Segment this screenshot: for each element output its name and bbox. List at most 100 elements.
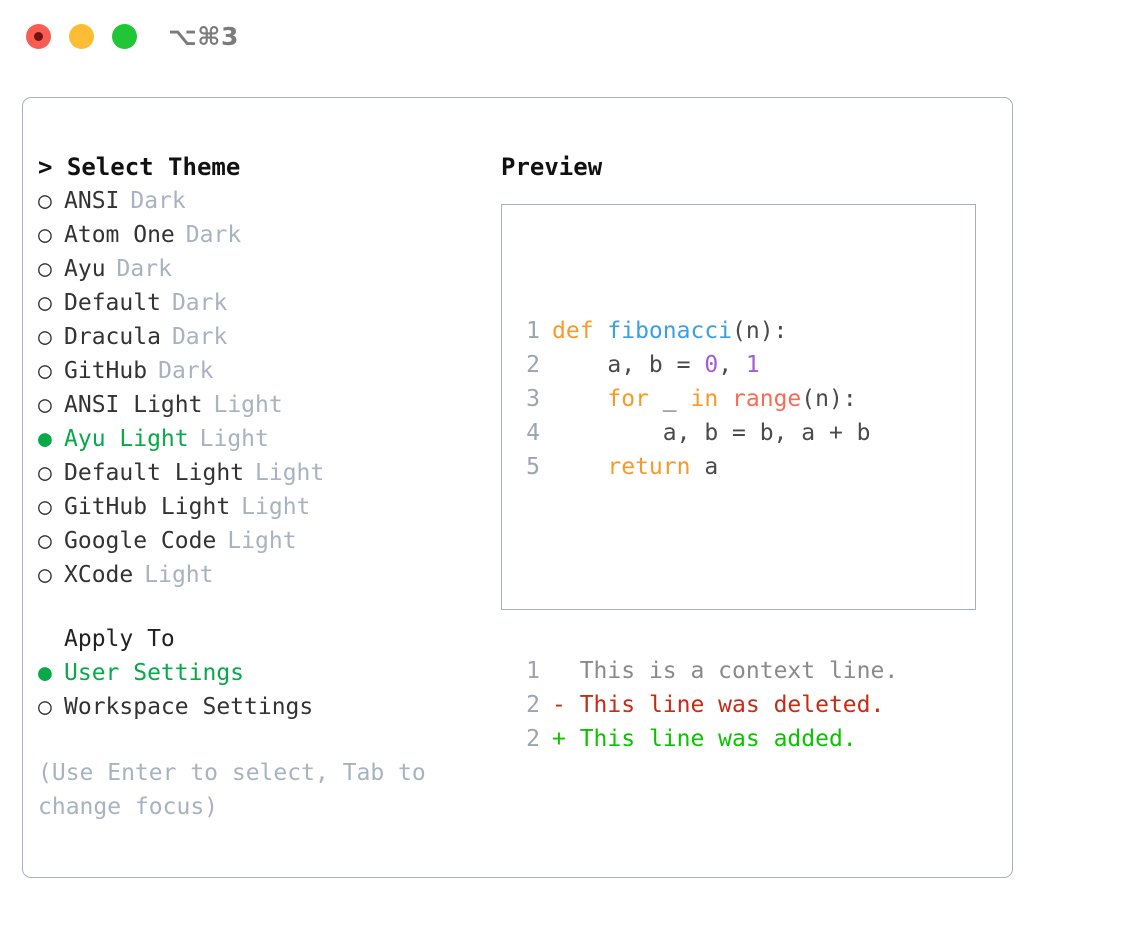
radio-selected-icon: ● xyxy=(38,660,52,686)
line-number: 2 xyxy=(526,692,540,718)
theme-option-label: ANSI xyxy=(64,188,120,214)
minimize-button[interactable] xyxy=(69,24,94,49)
code-token: , xyxy=(718,352,746,378)
theme-variant-badge: Light xyxy=(213,392,283,418)
theme-option[interactable]: ○ ANSI Dark xyxy=(38,184,468,218)
code-spacer xyxy=(516,552,898,586)
code-token: a xyxy=(690,454,719,480)
theme-variant-badge: Dark xyxy=(185,222,242,248)
diff-text: This is a context line. xyxy=(565,658,899,684)
diff-sign: + xyxy=(552,726,566,752)
code-token: a, b = xyxy=(552,352,705,378)
apply-to-option-label: Workspace Settings xyxy=(64,694,314,720)
code-token: 1 xyxy=(745,352,760,378)
window-controls xyxy=(26,24,137,49)
theme-variant-badge: Dark xyxy=(130,188,186,214)
theme-option-label: Dracula xyxy=(64,324,161,350)
code-line: 5 return a xyxy=(516,450,898,484)
code-token: range xyxy=(732,386,802,412)
apply-to-option[interactable]: ○ Workspace Settings xyxy=(38,690,468,724)
code-token: for xyxy=(607,386,649,412)
theme-option[interactable]: ○ Default Dark xyxy=(38,286,468,320)
diff-text: This line was added. xyxy=(565,726,857,752)
title-bar: ⌥⌘3 xyxy=(0,0,1140,78)
radio-unselected-icon: ○ xyxy=(38,460,52,486)
theme-option-label: Default xyxy=(64,290,161,316)
theme-variant-badge: Light xyxy=(144,562,214,588)
theme-option[interactable]: ○ GitHub Light Light xyxy=(38,490,468,524)
code-token: _ xyxy=(648,386,691,412)
theme-option[interactable]: ○ ANSI Light Light xyxy=(38,388,468,422)
theme-variant-badge: Dark xyxy=(171,290,228,316)
maximize-button[interactable] xyxy=(112,24,137,49)
theme-variant-badge: Dark xyxy=(116,256,172,282)
code-token: def xyxy=(552,318,608,344)
close-button[interactable] xyxy=(26,24,51,49)
code-token: in xyxy=(690,386,719,412)
radio-unselected-icon: ○ xyxy=(38,694,52,720)
code-line: 4 a, b = b, a + b xyxy=(516,416,898,450)
apply-to-option[interactable]: ●User Settings xyxy=(38,656,468,690)
preview-heading: Preview xyxy=(501,153,603,181)
diff-line: 2- This line was deleted. xyxy=(516,688,898,722)
radio-unselected-icon: ○ xyxy=(38,222,52,248)
line-number: 3 xyxy=(526,386,540,412)
radio-unselected-icon: ○ xyxy=(38,188,52,214)
radio-unselected-icon: ○ xyxy=(38,494,52,520)
line-number: 4 xyxy=(526,420,540,446)
radio-unselected-icon: ○ xyxy=(38,358,52,384)
theme-option[interactable]: ○ Google Code Light xyxy=(38,524,468,558)
heading-text: Select Theme xyxy=(66,153,241,181)
theme-variant-badge: Light xyxy=(255,460,325,486)
code-token: (n): xyxy=(732,318,788,344)
code-token xyxy=(718,386,732,412)
theme-option-label: Ayu xyxy=(64,256,106,282)
radio-unselected-icon: ○ xyxy=(38,290,52,316)
code-line: 3 for _ in range(n): xyxy=(516,382,898,416)
theme-option[interactable]: ○ XCode Light xyxy=(38,558,468,592)
diff-sample: 1 This is a context line.2- This line wa… xyxy=(516,654,898,756)
code-token: 0 xyxy=(704,352,719,378)
theme-variant-badge: Dark xyxy=(158,358,214,384)
theme-variant-badge: Light xyxy=(199,426,269,452)
code-token: a, b = b, a + b xyxy=(552,420,871,446)
theme-option-label: XCode xyxy=(64,562,134,588)
radio-unselected-icon: ○ xyxy=(38,324,52,350)
apply-to-list: ●User Settings ○ Workspace Settings xyxy=(38,656,468,724)
theme-option-label: Atom One xyxy=(64,222,175,248)
theme-variant-badge: Light xyxy=(241,494,311,520)
diff-sign: - xyxy=(552,692,566,718)
radio-unselected-icon: ○ xyxy=(38,528,52,554)
theme-option-label: Ayu Light xyxy=(64,426,189,452)
code-token: return xyxy=(607,454,691,480)
diff-sign xyxy=(552,658,566,684)
theme-option-label: GitHub Light xyxy=(64,494,231,520)
heading-prefix: > xyxy=(38,153,53,181)
page-title: > Select Theme xyxy=(38,150,468,184)
theme-variant-badge: Light xyxy=(227,528,297,554)
code-token: (n): xyxy=(801,386,857,412)
radio-unselected-icon: ○ xyxy=(38,562,52,588)
diff-line: 1 This is a context line. xyxy=(516,654,898,688)
line-number: 1 xyxy=(526,318,540,344)
theme-option[interactable]: ○ Atom One Dark xyxy=(38,218,468,252)
theme-option-label: ANSI Light xyxy=(64,392,203,418)
radio-unselected-icon: ○ xyxy=(38,392,52,418)
code-line: 2 a, b = 0, 1 xyxy=(516,348,898,382)
theme-option-label: Google Code xyxy=(64,528,217,554)
line-number: 2 xyxy=(526,352,540,378)
code-token xyxy=(552,386,607,412)
